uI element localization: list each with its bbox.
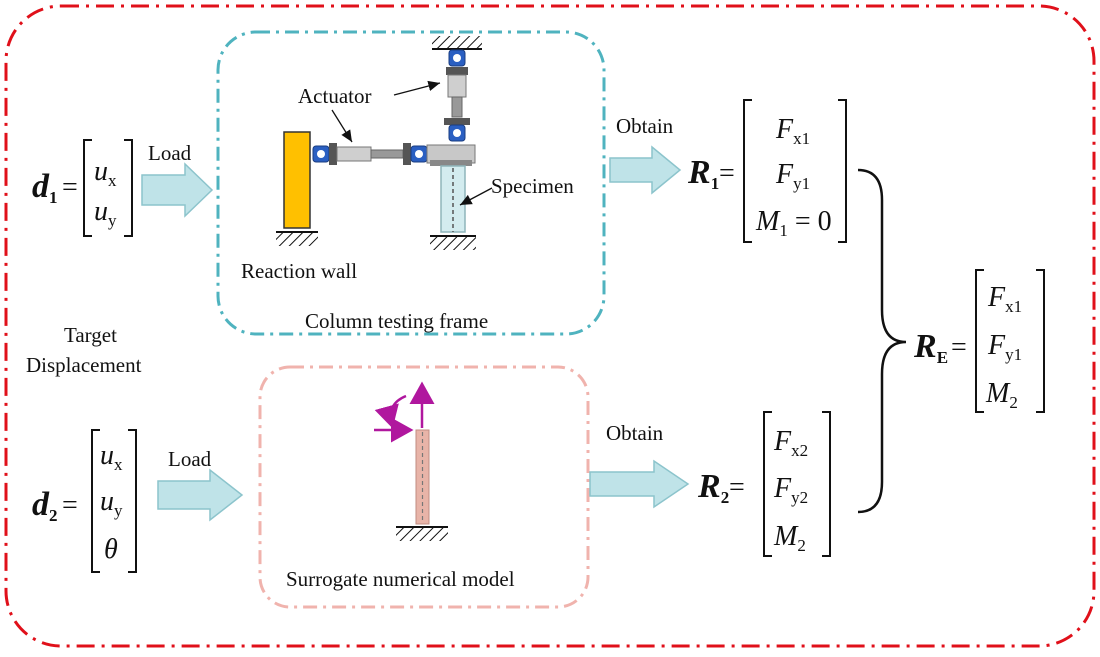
RE-bracket-right	[1036, 269, 1045, 413]
load-arrow-top	[141, 162, 214, 218]
R1-equals: =	[719, 158, 735, 189]
d2-entry-uy: uy	[100, 486, 123, 520]
vector-R2: R2 = Fx2 Fy2 M2	[697, 411, 831, 557]
reaction-wall-label: Reaction wall	[241, 259, 357, 283]
obtain-label-bottom: Obtain	[606, 421, 664, 445]
top-support	[432, 36, 482, 49]
moment-arrow	[374, 394, 407, 429]
d1-bracket-left	[83, 139, 92, 237]
R2-bracket-left	[763, 411, 772, 557]
R2-symbol: R2	[697, 468, 729, 507]
actuator-callout-line-left	[331, 109, 353, 143]
d1-entry-ux: ux	[94, 156, 117, 190]
load-label-bottom: Load	[168, 447, 212, 471]
R2-entry-fy2: Fy2	[773, 473, 808, 507]
d1-bracket-right	[124, 139, 133, 237]
R1-entry-m1: M1 = 0	[755, 206, 832, 240]
reaction-wall-ground	[276, 232, 318, 246]
actuator-callout-line-right	[393, 80, 441, 96]
d2-equals: =	[62, 490, 78, 521]
specimen-callout-line	[459, 187, 493, 206]
R2-bracket-right	[822, 411, 831, 557]
d1-entry-uy: uy	[94, 196, 117, 230]
surrogate-ground	[396, 527, 448, 541]
R1-entry-fx1: Fx1	[775, 114, 810, 148]
d2-entry-ux: ux	[100, 440, 123, 474]
obtain-label-top: Obtain	[616, 114, 674, 138]
reaction-wall	[283, 131, 311, 229]
vector-R1: R1 = Fx1 Fy1 M1 = 0	[687, 99, 847, 243]
d1-symbol: d1	[32, 168, 58, 207]
test-frame-title: Column testing frame	[305, 309, 488, 333]
RE-bracket-left	[975, 269, 984, 413]
test-apparatus	[276, 36, 493, 250]
RE-entry-m2: M2	[985, 378, 1018, 412]
R2-entry-fx2: Fx2	[773, 426, 808, 460]
test-frame-box	[216, 30, 606, 336]
R1-entry-fy1: Fy1	[775, 159, 810, 193]
RE-entry-fx1: Fx1	[987, 282, 1022, 316]
d2-bracket-left	[91, 429, 100, 573]
R1-bracket-left	[743, 99, 752, 243]
target-displacement-label-line1: Target	[64, 323, 117, 347]
specimen-ground	[430, 236, 476, 250]
RE-equals: =	[951, 332, 967, 363]
actuator-label: Actuator	[298, 84, 371, 108]
R1-symbol: R1	[687, 154, 719, 193]
obtain-arrow-top	[609, 145, 682, 195]
grouping-brace	[857, 168, 907, 514]
surrogate-model-box	[258, 365, 590, 609]
outer-border	[4, 4, 1096, 648]
R2-equals: =	[729, 472, 745, 503]
load-label-top: Load	[148, 141, 192, 165]
R1-bracket-right	[838, 99, 847, 243]
RE-symbol: RE	[913, 328, 948, 367]
vector-RE: RE = Fx1 Fy1 M2	[913, 269, 1045, 413]
vector-d1: d1 = ux uy	[32, 139, 133, 237]
RE-entry-fy1: Fy1	[987, 330, 1022, 364]
specimen-label: Specimen	[491, 174, 574, 198]
surrogate-model-title: Surrogate numerical model	[286, 567, 515, 591]
obtain-arrow-bottom	[589, 459, 690, 509]
load-arrow-bottom	[157, 468, 244, 522]
d1-equals: =	[62, 172, 78, 203]
R2-entry-m2: M2	[773, 521, 806, 555]
d2-bracket-right	[128, 429, 137, 573]
surrogate-column-model	[374, 381, 448, 541]
d2-entry-theta: θ	[104, 534, 118, 565]
target-displacement-label-line2: Displacement	[26, 353, 142, 377]
vector-d2: d2 = ux uy θ	[32, 429, 137, 573]
d2-symbol: d2	[32, 486, 58, 525]
